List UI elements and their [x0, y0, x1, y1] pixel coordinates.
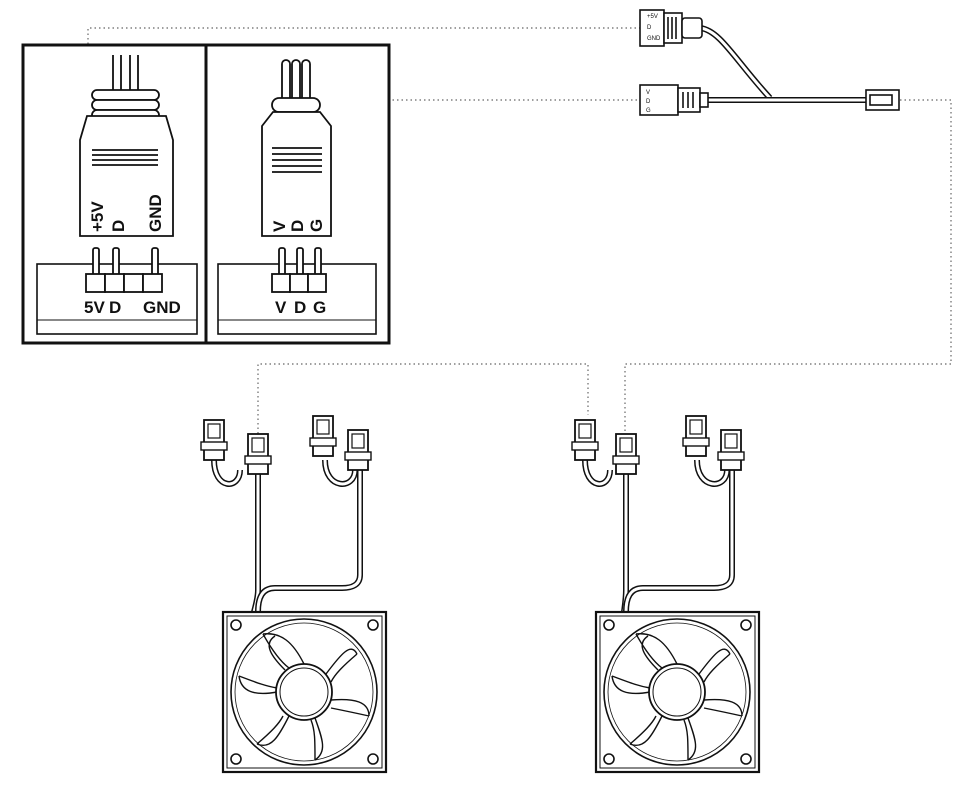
header-gnd-pin-label: GND — [143, 298, 181, 317]
fan-right-connector-2 — [612, 433, 640, 475]
header-5v-pin-label: 5V — [84, 298, 105, 317]
fan-left-connector-3 — [309, 415, 337, 457]
fan-left-assembly — [200, 415, 388, 774]
fan-left-connector-4 — [344, 429, 372, 471]
header-g-pin-label: G — [313, 298, 326, 317]
fan-right-connector-3 — [682, 415, 710, 457]
splitter-bottom-v-label: V — [646, 90, 650, 96]
fan-left-connector-2 — [244, 433, 272, 475]
fan-right-connector-1 — [571, 419, 599, 461]
header-5v-d-gnd: 5V D GND — [36, 247, 198, 335]
fan-right-connector-4 — [717, 429, 745, 471]
plug-5v-pin-label: +5V — [88, 201, 107, 232]
header-d2-pin-label: D — [294, 298, 306, 317]
fan-right-assembly — [571, 415, 761, 774]
plug-gnd-pin-label: GND — [146, 194, 165, 232]
plug-v-d-g: V D G — [261, 59, 332, 237]
plug-5v-d-gnd: +5V D GND — [79, 55, 174, 237]
header-d-pin-label: D — [109, 298, 121, 317]
header-v-d-g: V D G — [217, 247, 377, 335]
plug-d2-pin-label: D — [288, 220, 307, 232]
splitter-cable: +5V D GND V D G — [639, 9, 900, 116]
plug-d-pin-label: D — [109, 220, 128, 232]
plug-g-pin-label: G — [307, 219, 326, 232]
splitter-top-5v-label: +5V — [647, 14, 658, 20]
dotted-wire-paths — [87, 27, 952, 438]
fan-left-connector-1 — [200, 419, 228, 461]
plug-v-pin-label: V — [270, 220, 289, 232]
splitter-top-d-label: D — [647, 25, 652, 31]
fan-left — [221, 610, 388, 774]
splitter-top-gnd-label: GND — [647, 36, 661, 42]
fan-right — [594, 610, 761, 774]
splitter-bottom-g-label: G — [646, 108, 651, 114]
splitter-bottom-d-label: D — [646, 99, 651, 105]
header-v-pin-label: V — [275, 298, 287, 317]
